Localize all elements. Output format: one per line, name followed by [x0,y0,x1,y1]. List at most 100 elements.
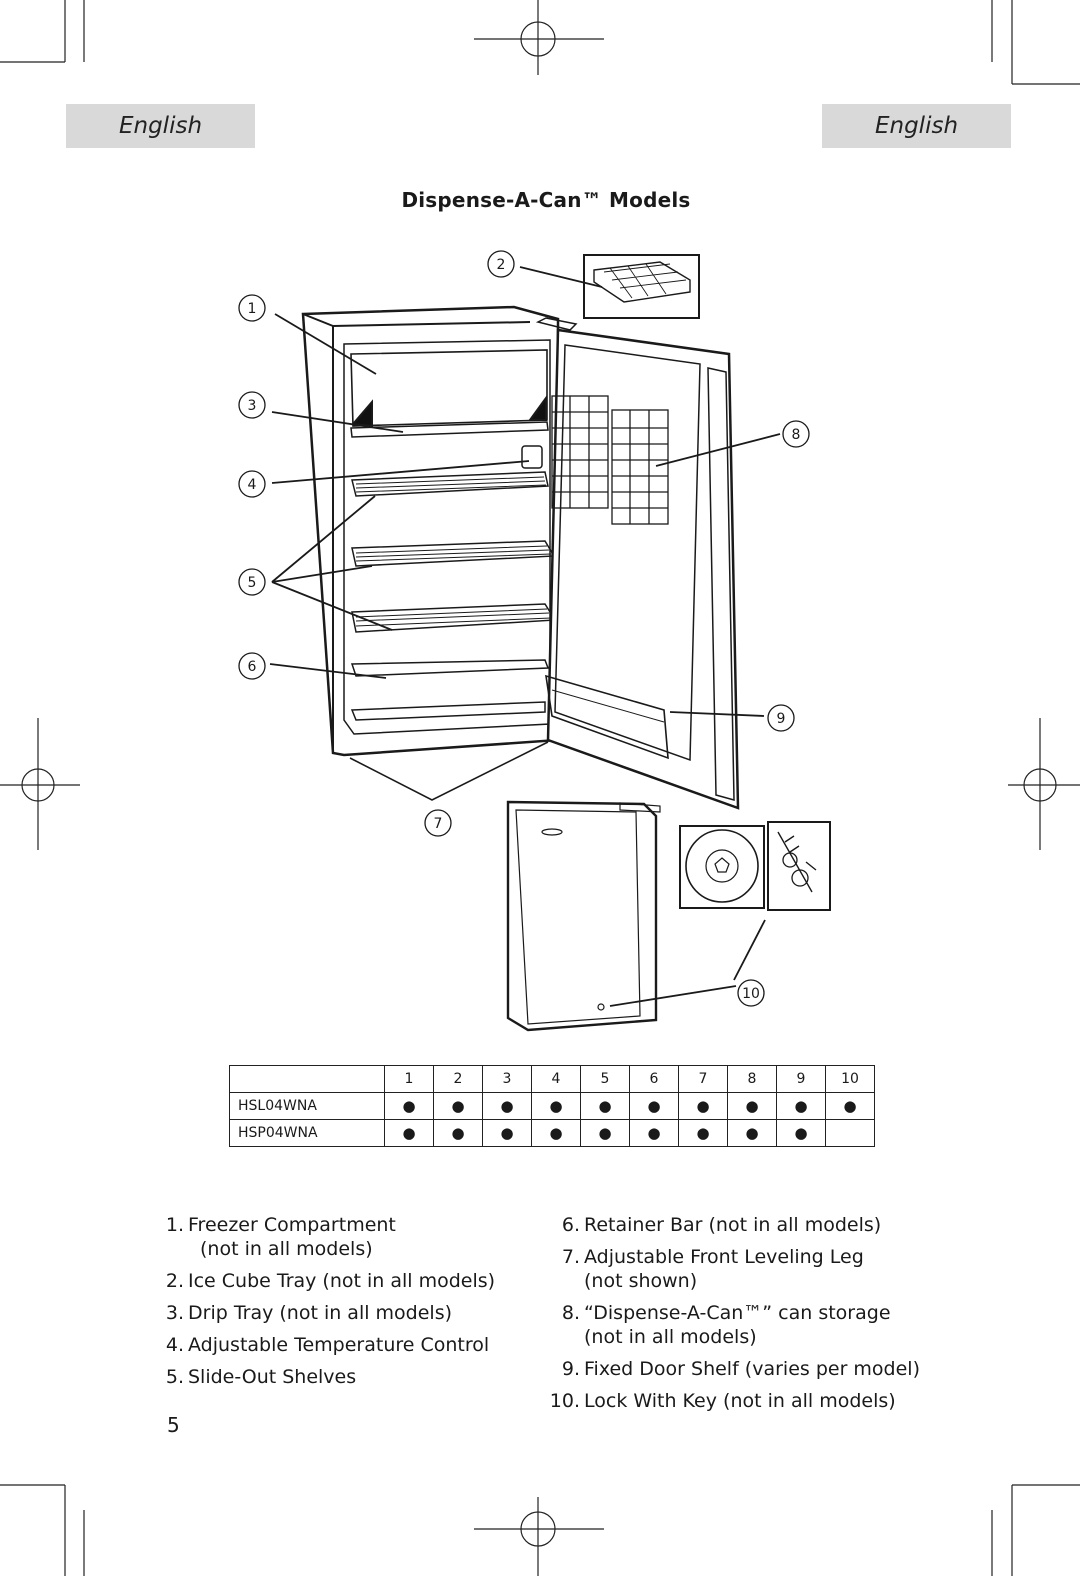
door-shelf [545,674,669,760]
list-text: “Dispense-A-Can™” can storage [584,1302,891,1324]
list-text: Adjustable Front Leveling Leg [584,1246,864,1268]
list-item: 1. Freezer Compartment (not in all model… [162,1213,542,1261]
shelf-1 [351,471,549,497]
callout-label-5: 5 [248,575,257,591]
list-number: 7. [561,1246,580,1268]
feature-mark [825,1119,875,1147]
callout-5 [238,568,266,596]
key-detail [767,821,831,911]
feature-mark: ● [727,1092,777,1120]
callout-7 [424,809,452,837]
feature-mark: ● [727,1119,777,1147]
table-header-cell: 4 [531,1065,581,1093]
leader-lines [269,266,781,1007]
table-header-cell: 9 [776,1065,826,1093]
list-text: Retainer Bar (not in all models) [584,1214,882,1236]
retainer-bar [350,659,550,677]
feature-mark: ● [531,1119,581,1147]
feature-mark: ● [629,1092,679,1120]
callout-10 [737,979,765,1007]
parts-legend-right: 6. Retainer Bar (not in all models) 7. A… [548,1213,948,1421]
list-number: 10. [549,1390,580,1412]
list-number: 6. [561,1214,580,1236]
feature-mark: ● [580,1092,630,1120]
ice-cube-tray [593,261,691,303]
callout-label-7: 7 [434,816,443,832]
list-text-continued: (not in all models) [200,1238,373,1260]
table-header-cell: 7 [678,1065,728,1093]
table-header-cell: 6 [629,1065,679,1093]
list-text: Drip Tray (not in all models) [188,1302,453,1324]
lock-detail [679,825,765,909]
callout-label-6: 6 [248,659,257,675]
feature-mark: ● [776,1119,826,1147]
table-header-row: 1 2 3 4 5 6 7 8 9 10 [229,1065,875,1093]
feature-mark: ● [433,1119,483,1147]
list-text: Lock With Key (not in all models) [584,1390,896,1412]
open-door [546,328,740,810]
callout-label-4: 4 [248,477,257,493]
callout-8 [782,420,810,448]
language-tab-left: English [66,104,255,148]
callout-4 [238,470,266,498]
feature-mark: ● [384,1092,434,1120]
parts-legend-left: 1. Freezer Compartment (not in all model… [162,1213,542,1397]
lock-icon [597,1003,605,1011]
table-header-cell: 8 [727,1065,777,1093]
list-item: 10. Lock With Key (not in all models) [548,1389,948,1413]
list-text: Slide-Out Shelves [188,1366,357,1388]
model-feature-table: 1 2 3 4 5 6 7 8 9 10 HSL04WNA ● ● ● ● ● … [229,1065,875,1147]
table-header-cell: 10 [825,1065,875,1093]
cabinet-outline [301,305,560,757]
table-header-cell: 2 [433,1065,483,1093]
list-item: 2. Ice Cube Tray (not in all models) [162,1269,542,1293]
callout-label-8: 8 [792,427,801,443]
callout-9 [767,704,795,732]
list-text: Fixed Door Shelf (varies per model) [584,1358,920,1380]
list-text: Ice Cube Tray (not in all models) [188,1270,496,1292]
list-number: 5. [165,1366,184,1388]
list-text-continued: (not in all models) [584,1326,757,1348]
feature-mark: ● [531,1092,581,1120]
feature-mark: ● [678,1119,728,1147]
language-tab-right: English [822,104,1011,148]
table-header-cell: 3 [482,1065,532,1093]
callout-label-9: 9 [777,711,786,727]
list-text-continued: (not shown) [584,1270,698,1292]
callout-label-1: 1 [248,301,257,317]
page-number: 5 [167,1413,180,1437]
can-storage [551,395,669,525]
model-name-cell: HSP04WNA [229,1119,385,1147]
list-item: 7. Adjustable Front Leveling Leg (not sh… [548,1245,948,1293]
list-number: 8. [561,1302,580,1324]
list-number: 9. [561,1358,580,1380]
key-icon [777,831,817,893]
callout-2 [487,250,515,278]
feature-mark: ● [678,1092,728,1120]
callout-6 [238,652,266,680]
table-header-blank [229,1065,385,1093]
callout-label-10: 10 [742,986,760,1002]
list-item: 5. Slide-Out Shelves [162,1365,542,1389]
list-text: Freezer Compartment [188,1214,396,1236]
list-item: 6. Retainer Bar (not in all models) [548,1213,948,1237]
list-number: 3. [165,1302,184,1324]
page-title: Dispense-A-Can™ Models [401,188,691,212]
model-name-cell: HSL04WNA [229,1092,385,1120]
list-item: 4. Adjustable Temperature Control [162,1333,542,1357]
list-item: 3. Drip Tray (not in all models) [162,1301,542,1325]
feature-mark: ● [384,1119,434,1147]
list-number: 4. [165,1334,184,1356]
feature-mark: ● [482,1092,532,1120]
table-header-cell: 5 [580,1065,630,1093]
table-header-cell: 1 [384,1065,434,1093]
feature-mark: ● [482,1119,532,1147]
list-item: 9. Fixed Door Shelf (varies per model) [548,1357,948,1381]
refrigerator-diagram: 1 2 3 4 5 6 7 8 9 10 [238,250,831,1032]
drip-tray [350,421,549,438]
list-item: 8. “Dispense-A-Can™” can storage (not in… [548,1301,948,1349]
temperature-control [521,445,543,469]
table-row: HSL04WNA ● ● ● ● ● ● ● ● ● ● [229,1092,875,1120]
list-number: 2. [165,1270,184,1292]
